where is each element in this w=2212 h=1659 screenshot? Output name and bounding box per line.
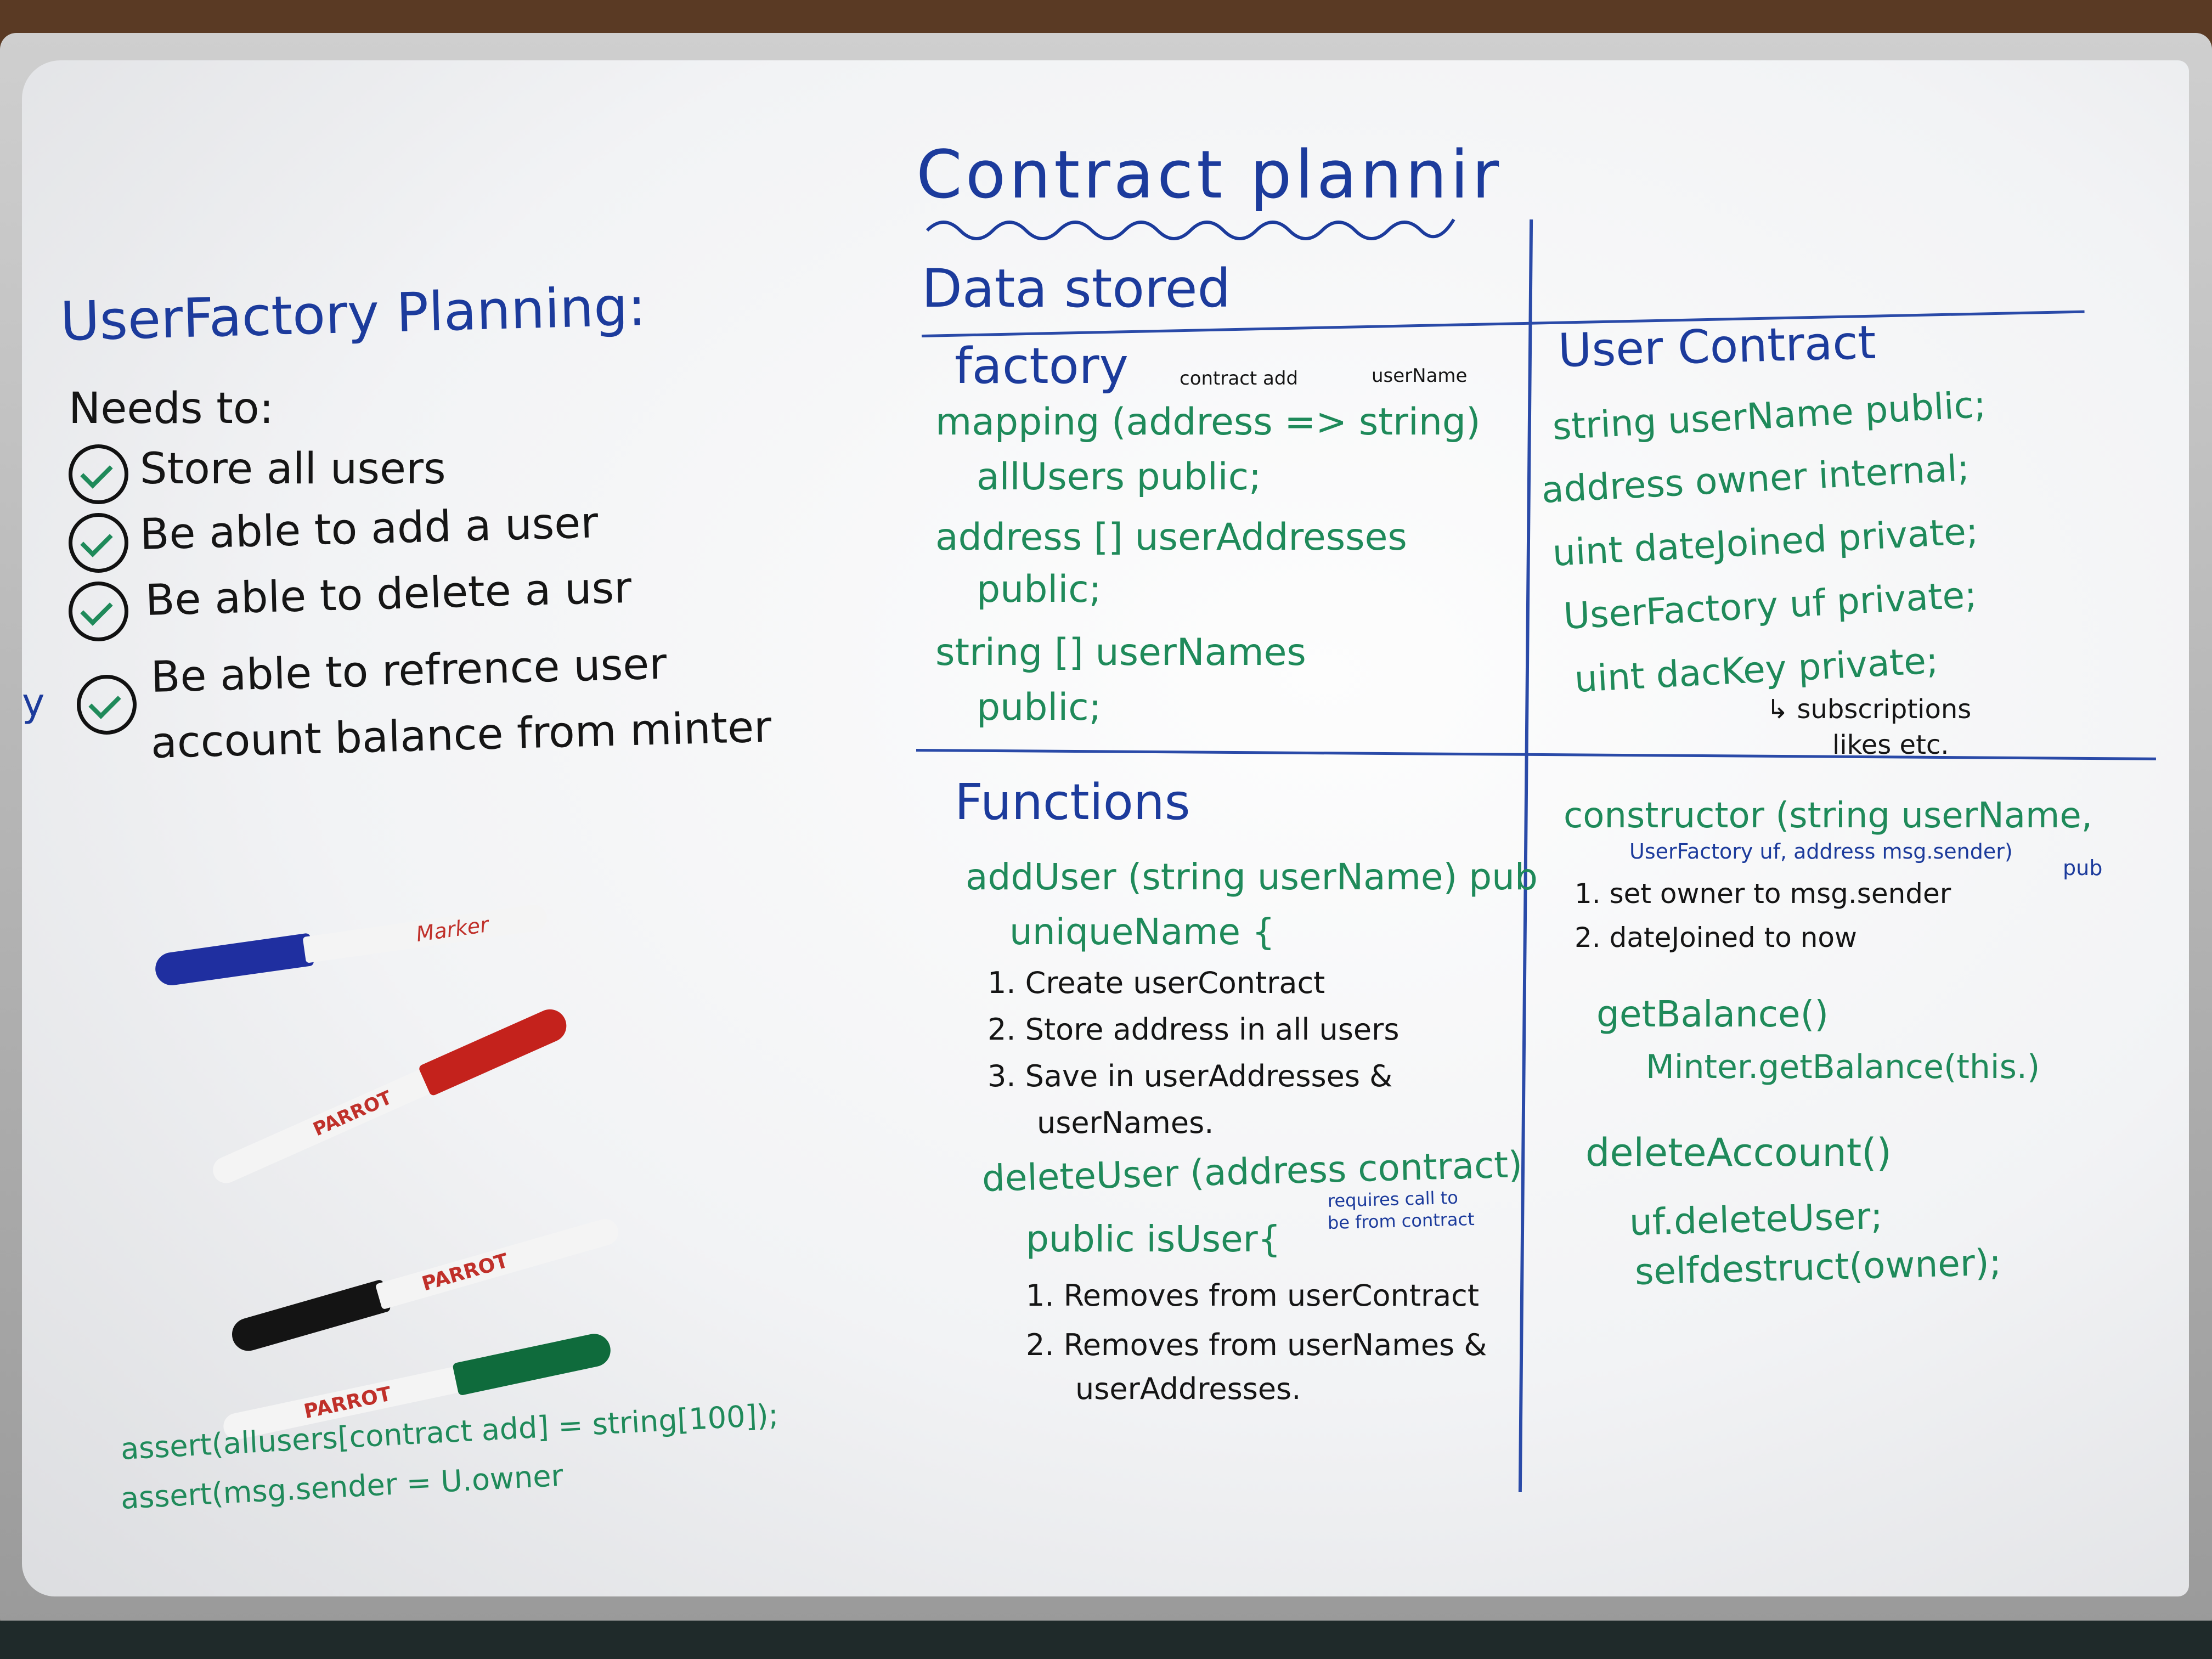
factory-heading: factory xyxy=(955,337,1128,395)
deleteaccount-body: selfdestruct(owner); xyxy=(1634,1241,2002,1293)
deleteaccount-body: uf.deleteUser; xyxy=(1628,1194,1883,1244)
user-contract-line: address owner internal; xyxy=(1540,447,1971,511)
user-contract-line: UserFactory uf private; xyxy=(1562,573,1978,637)
adduser-signature: uniqueName { xyxy=(1009,911,1276,953)
user-contract-line: uint dacKey private; xyxy=(1573,639,1939,701)
board-title: Contract plannir xyxy=(916,137,1503,213)
getbalance-signature: getBalance() xyxy=(1596,993,1829,1035)
deleteuser-signature: public isUser{ xyxy=(1026,1218,1281,1260)
check-circle-icon xyxy=(77,675,137,735)
need-item: Be able to refrence user xyxy=(150,639,668,702)
floor-strip xyxy=(0,1621,2212,1659)
constructor-params: UserFactory uf, address msg.sender) xyxy=(1629,839,2013,864)
factory-line: public; xyxy=(977,686,1102,729)
constructor-pub: pub xyxy=(2063,856,2103,880)
annotation: contract add xyxy=(1180,368,1299,390)
factory-line: allUsers public; xyxy=(977,455,1261,499)
constructor-step: 1. set owner to msg.sender xyxy=(1575,878,1951,910)
requires-note: requires call to xyxy=(1327,1187,1459,1211)
constructor-signature: constructor (string userName, xyxy=(1564,795,2093,836)
factory-line: string [] userNames xyxy=(935,631,1306,674)
user-contract-line: uint dateJoined private; xyxy=(1551,510,1979,574)
constructor-step: 2. dateJoined to now xyxy=(1575,922,1857,953)
assert-line: assert(msg.sender = U.owner xyxy=(120,1458,565,1516)
check-circle-icon xyxy=(69,444,128,504)
factory-line: public; xyxy=(977,568,1102,611)
adduser-step: 1. Create userContract xyxy=(988,966,1325,1000)
red-marker: PARROT xyxy=(207,1004,572,1190)
factory-line: mapping (address => string) xyxy=(935,400,1481,444)
adduser-step: 3. Save in userAddresses & xyxy=(988,1059,1393,1093)
side-mark: y xyxy=(22,680,45,725)
deleteuser-step: 2. Removes from userNames & xyxy=(1026,1328,1487,1362)
deleteuser-step: userAddresses. xyxy=(1075,1372,1301,1406)
check-circle-icon xyxy=(69,513,128,573)
middle-divider xyxy=(916,749,2156,760)
data-stored-heading: Data stored xyxy=(922,258,1231,319)
note-text: likes etc. xyxy=(1832,730,1949,760)
userfactory-heading: UserFactory Planning: xyxy=(59,275,647,353)
need-item: Be able to delete a usr xyxy=(144,563,633,625)
marker-label: Marker xyxy=(414,912,490,947)
need-item: account balance from minter xyxy=(150,702,772,768)
user-contract-line: string userName public; xyxy=(1551,383,1987,448)
title-underline xyxy=(926,218,1455,240)
adduser-step: 2. Store address in all users xyxy=(988,1012,1400,1047)
deleteuser-step: 1. Removes from userContract xyxy=(1026,1278,1480,1313)
getbalance-body: Minter.getBalance(this.) xyxy=(1646,1048,2040,1086)
black-marker: PARROT xyxy=(228,1213,622,1355)
blue-marker: Marker xyxy=(153,900,549,988)
need-item: Store all users xyxy=(140,444,446,494)
marker-label: PARROT xyxy=(419,1249,511,1296)
check-circle-icon xyxy=(69,582,128,641)
deleteaccount-signature: deleteAccount() xyxy=(1585,1130,1892,1175)
adduser-signature: addUser (string userName) pub xyxy=(966,856,1538,898)
factory-line: address [] userAddresses xyxy=(935,516,1407,559)
annotation: userName xyxy=(1372,365,1468,387)
functions-heading: Functions xyxy=(955,774,1190,831)
assert-line: assert(allusers[contract add] = string[1… xyxy=(120,1397,780,1466)
subscriptions-note: ↳ subscriptions xyxy=(1767,694,1972,725)
whiteboard: Contract plannir UserFactory Planning: N… xyxy=(22,60,2189,1596)
adduser-step: userNames. xyxy=(1037,1105,1214,1140)
needs-to-label: Needs to: xyxy=(69,384,274,433)
user-contract-heading: User Contract xyxy=(1557,315,1877,377)
need-item: Be able to add a user xyxy=(139,498,599,560)
requires-note: be from contract xyxy=(1327,1208,1475,1233)
note-text: subscriptions xyxy=(1797,694,1972,725)
